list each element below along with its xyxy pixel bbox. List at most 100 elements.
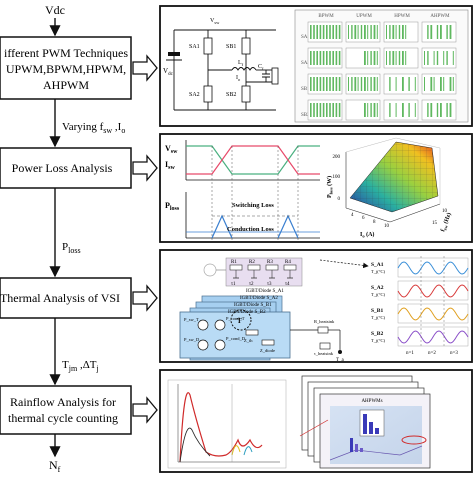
switching-waveforms: Vsw Isw Ploss Switching Loss Conduction … (165, 140, 320, 240)
trace-unit-label: T_j(°C) (371, 338, 386, 343)
surface-io-axis-label: Io (A) (360, 231, 374, 239)
thermal-resistor (247, 264, 261, 271)
pwm-pulse (440, 103, 442, 117)
hollow-arrow-thermal (132, 284, 158, 312)
surface-x-tick-4: 4 (351, 213, 354, 218)
tjm-dtj-label: Tjm ,ΔTj (62, 359, 99, 373)
pwm-pulse (310, 103, 312, 117)
surface-x-tick-6: 6 (362, 216, 365, 221)
pwm-pulse (357, 77, 359, 91)
pwm-pulse (376, 103, 378, 117)
pwm-pulse (376, 25, 378, 39)
surface-y-tick-10: 10 (442, 209, 448, 214)
pwm-pulse (319, 51, 322, 65)
rc-r-label: R3 (267, 260, 273, 265)
pwm-pulse (389, 51, 391, 65)
pwm-pulse (430, 103, 433, 117)
pwm-pulse (376, 51, 378, 65)
surface-x-tick-10: 10 (384, 224, 390, 229)
pwm-pulse (332, 51, 334, 65)
pwm-pulse (430, 77, 433, 91)
pwm-pulse (436, 51, 439, 65)
switch-sa2-label: SA2 (189, 92, 200, 98)
pwm-col-ahpwm: AHPWM (430, 14, 450, 19)
switch-sb1-label: SB1 (226, 44, 236, 50)
pwm-pulse (367, 103, 369, 117)
pwm-pulse (370, 103, 372, 117)
trace-unit-label: T_j(°C) (371, 315, 386, 320)
trace-unit-label: T_j(°C) (371, 292, 386, 297)
thermal-resistor (265, 264, 279, 271)
rc-r-label: R2 (249, 260, 255, 265)
switch-sb2-label: SB2 (226, 92, 236, 98)
pwm-pulse (452, 77, 454, 91)
pwm-pulse (364, 103, 366, 117)
pwm-pulse (319, 25, 322, 39)
pwm-pulse (351, 25, 353, 39)
pwm-pulse (329, 77, 331, 91)
pwm-pulse (338, 77, 341, 91)
thermal-box-label: Thermal Analysis of VSI (0, 291, 120, 305)
zth-label: Z_th (244, 338, 253, 343)
pwm-pulse (373, 51, 376, 65)
pwm-pulse (427, 51, 429, 65)
vsw-circuit-label: Vsw (210, 18, 220, 25)
pwm-box-line-2: UPWM,BPWM,HPWM, (6, 62, 126, 76)
pwm-pulse (389, 103, 391, 117)
pwm-pulse (430, 25, 433, 39)
trace-unit-label: T_j(°C) (371, 269, 386, 274)
pwm-cell (383, 21, 419, 43)
rc-r-label: R4 (285, 260, 291, 265)
pwm-pulse (332, 77, 334, 91)
rc-r-label: R1 (231, 260, 237, 265)
pwm-pulse (322, 25, 325, 39)
tj-node-label: T (237, 317, 242, 325)
pwm-box-line-1: ifferent PWM Techniques (4, 46, 128, 60)
pwm-pulse (348, 25, 349, 39)
cycle-label-n1: n=1 (406, 351, 414, 356)
thermal-resistor (283, 264, 297, 271)
pwm-pulse (364, 51, 366, 65)
pwm-pulse (316, 77, 318, 91)
vdc-circuit-label: Vdc (163, 67, 174, 77)
pwm-pulse (329, 51, 331, 65)
pwm-pulse (313, 25, 315, 39)
junction-temperature-trace (397, 307, 469, 321)
switching-loss-label: Switching Loss (232, 202, 274, 209)
pwm-pulse (322, 77, 325, 91)
junction-temperature-trace (397, 284, 469, 298)
pwm-pulse (424, 51, 425, 65)
pwm-row-sb2: SB2 (301, 113, 310, 118)
pwm-pulse (395, 103, 397, 117)
pwm-pulse (338, 51, 341, 65)
pwm-pulse (373, 103, 376, 117)
pwm-cell (383, 47, 419, 69)
rainflow-box (0, 385, 132, 435)
surface-fsw-axis-label: fsw (Hz) (439, 212, 453, 233)
pwm-box-line-3: AHPWM (43, 78, 89, 92)
pwm-pulse (402, 51, 404, 65)
switch-sa1-label: SA1 (189, 44, 200, 50)
pwm-pulse (424, 77, 425, 91)
pwm-pulse (335, 103, 338, 117)
igbt-sa1-label: IGBT/Diode S_A1 (246, 289, 284, 294)
pwm-pulse (367, 51, 369, 65)
pwm-pulse (319, 103, 322, 117)
pwm-pulse (443, 77, 445, 91)
cycle-label-n3: n=3 (450, 351, 458, 356)
pwm-pulse (370, 25, 372, 39)
pwm-pulse (449, 25, 452, 39)
pwm-pulse (398, 25, 401, 39)
hollow-arrow-pwm (132, 54, 158, 82)
pcond-d-label: P_cond_D (226, 336, 246, 341)
hollow-arrow-loss (132, 154, 158, 182)
pwm-cell (383, 99, 419, 121)
surface-z-tick-200: 0 (338, 197, 341, 202)
pwm-pulse (338, 25, 341, 39)
pwm-pulse (329, 103, 331, 117)
pwm-pulse (370, 77, 372, 91)
pwm-pulse (335, 77, 338, 91)
pwm-col-upwm: UPWM (356, 14, 372, 19)
nf-output-label: Nf (49, 458, 61, 474)
